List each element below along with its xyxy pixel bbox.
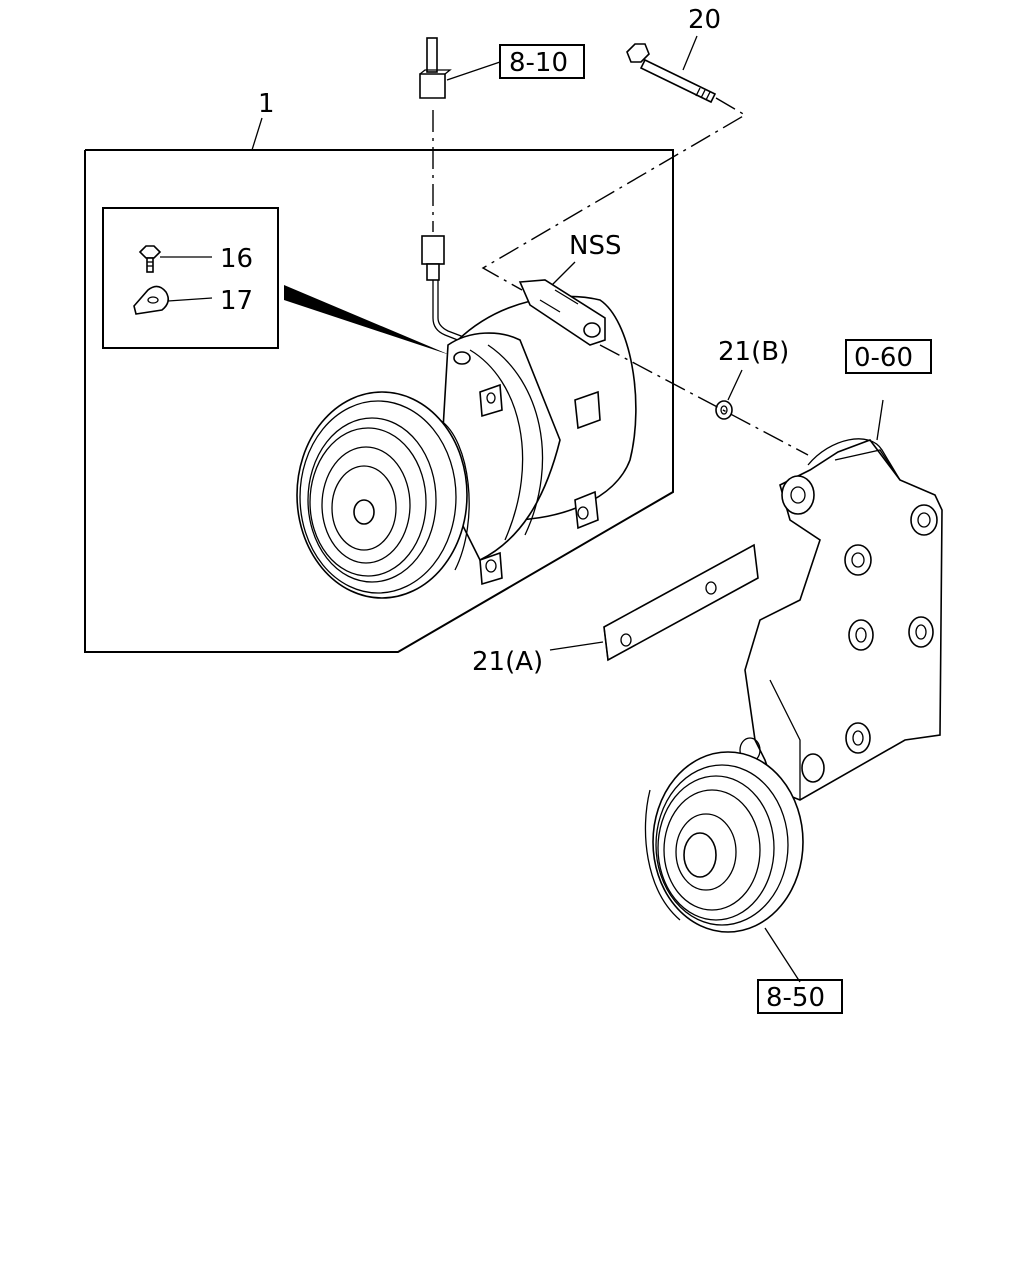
mounting-bracket bbox=[739, 438, 943, 801]
clip-17-icon bbox=[133, 285, 170, 315]
callout-nss: NSS bbox=[569, 231, 621, 261]
callout-17: 17 bbox=[220, 286, 253, 316]
callout-21b: 21(B) bbox=[718, 337, 789, 367]
connector-plug bbox=[419, 37, 452, 99]
idler-pulley bbox=[644, 751, 804, 933]
shim-plate-21a bbox=[603, 543, 759, 662]
bolt-16-icon bbox=[138, 245, 162, 273]
assembly-frame bbox=[84, 117, 674, 653]
compressor-connector bbox=[421, 235, 491, 353]
ref-box-0-60[interactable]: 0-60 bbox=[845, 339, 932, 374]
ref-label-0-60: 0-60 bbox=[854, 343, 913, 373]
ref-box-8-50[interactable]: 8-50 bbox=[757, 979, 843, 1014]
callout-21a: 21(A) bbox=[472, 647, 543, 677]
callout-1: 1 bbox=[258, 89, 275, 119]
inset-box bbox=[102, 207, 279, 349]
ref-box-8-10[interactable]: 8-10 bbox=[499, 44, 585, 79]
compressor bbox=[296, 279, 637, 599]
callout-16: 16 bbox=[220, 244, 253, 274]
inset-leader bbox=[284, 285, 450, 355]
callout-20: 20 bbox=[688, 5, 721, 35]
ref-label-8-50: 8-50 bbox=[766, 983, 825, 1013]
ref-label-8-10: 8-10 bbox=[509, 48, 568, 78]
bolt-20-icon bbox=[626, 43, 717, 104]
